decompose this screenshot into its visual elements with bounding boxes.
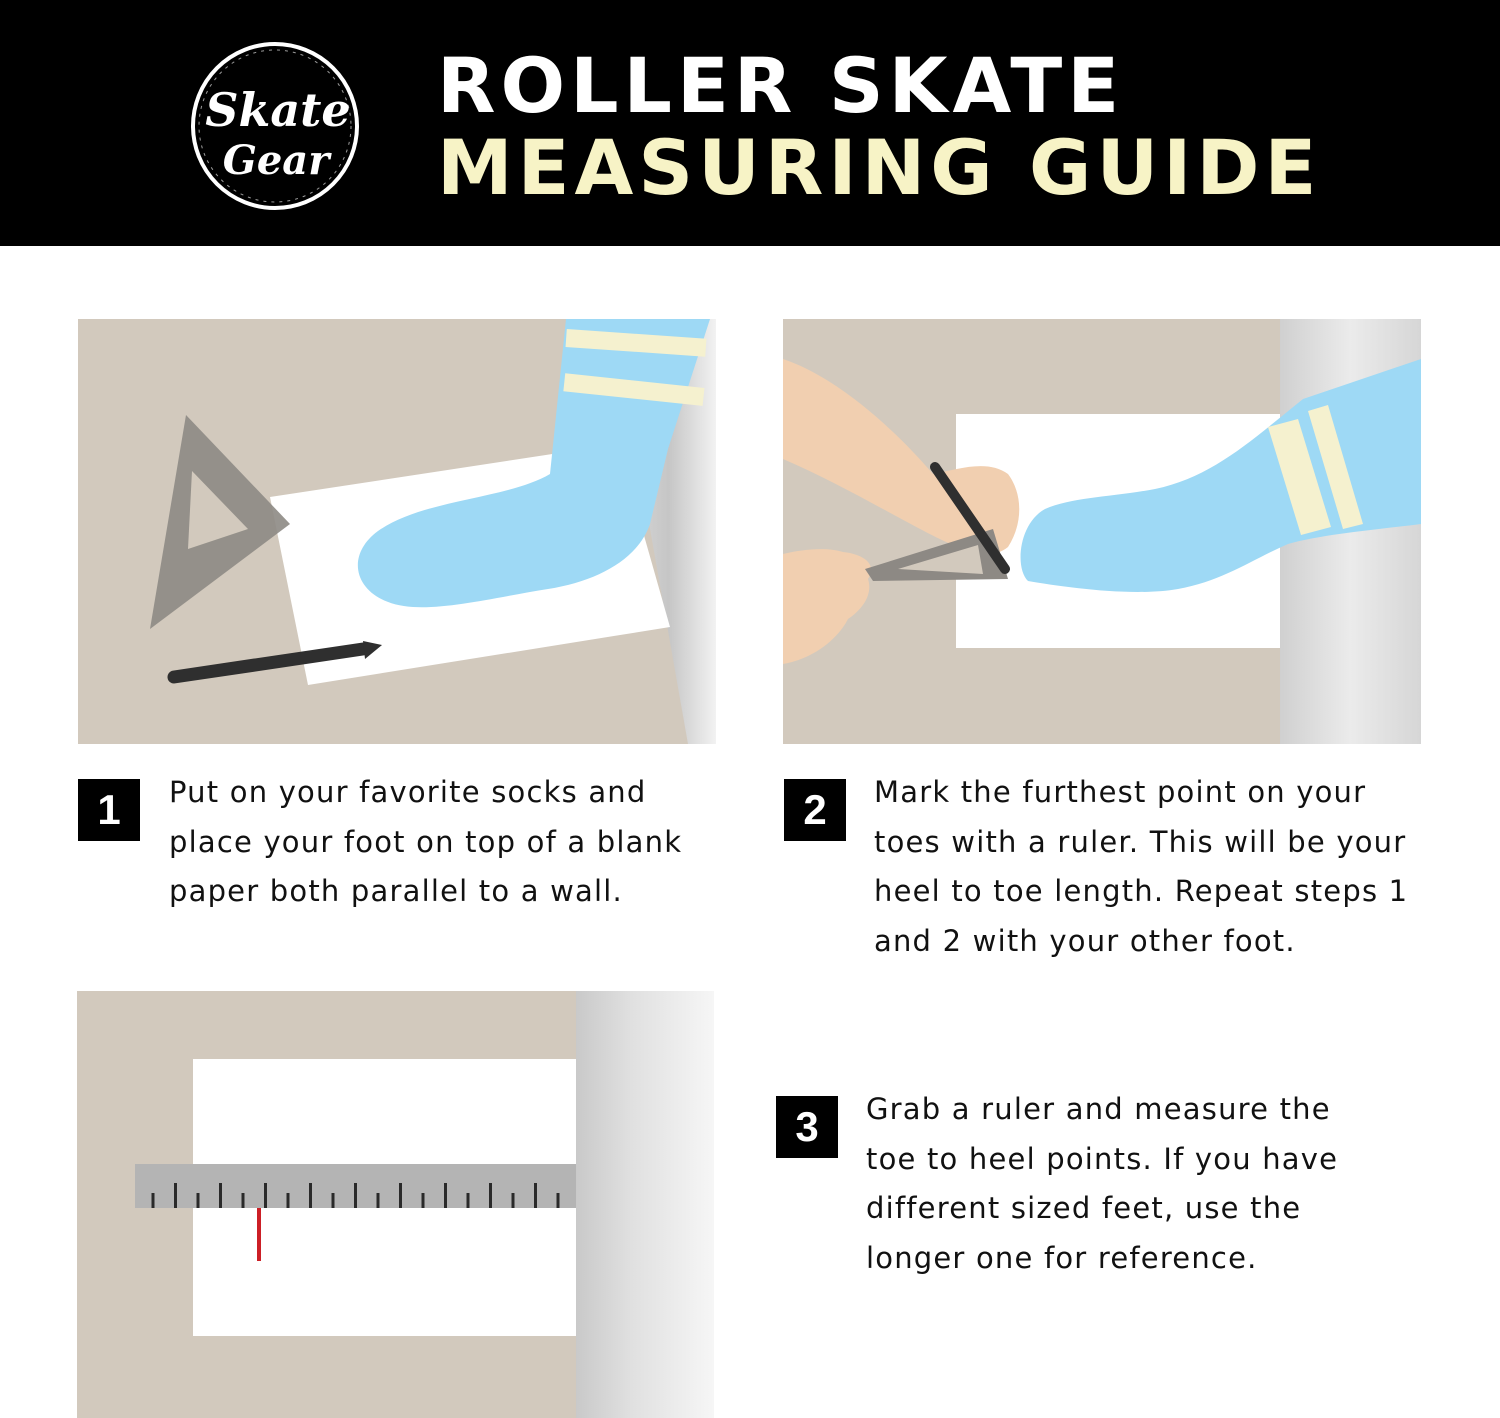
step-1-number: 1 <box>78 779 140 841</box>
step-1-text: Put on your favorite socks and place you… <box>169 768 682 917</box>
step-2-text: Mark the furthest point on your toes wit… <box>874 768 1408 966</box>
step-3-number: 3 <box>776 1096 838 1158</box>
step-2-illustration <box>783 319 1421 744</box>
svg-text:Skate: Skate <box>205 83 350 137</box>
step-3-line: longer one for reference. <box>866 1240 1258 1275</box>
title-line-2: MEASURING GUIDE <box>437 123 1322 212</box>
title-line-1: ROLLER SKATE <box>437 41 1125 130</box>
svg-text:Gear: Gear <box>223 137 333 184</box>
step-2-line: Mark the furthest point on your <box>874 775 1367 809</box>
step-2-number: 2 <box>784 779 846 841</box>
step-1-illustration <box>78 319 716 744</box>
page-title: ROLLER SKATE MEASURING GUIDE <box>437 45 1321 209</box>
step-1-line: paper both parallel to a wall. <box>169 874 623 908</box>
step-3-line: toe to heel points. If you have <box>866 1141 1339 1176</box>
step-2-line: heel to toe length. Repeat steps 1 <box>874 874 1409 908</box>
skate-gear-logo: Skate Gear <box>186 38 364 214</box>
step-2-line: and 2 with your other foot. <box>874 923 1296 958</box>
step-1-line: place your foot on top of a blank <box>169 824 683 859</box>
step-3-illustration <box>77 991 714 1418</box>
step-1-line: Put on your favorite socks and <box>169 775 647 809</box>
step-3-line: Grab a ruler and measure the <box>866 1092 1331 1126</box>
step-3-text: Grab a ruler and measure the toe to heel… <box>866 1085 1338 1283</box>
step-2-line: toes with a ruler. This will be your <box>874 824 1407 859</box>
step-3-line: different sized feet, use the <box>866 1191 1302 1225</box>
header-banner: Skate Gear ROLLER SKATE MEASURING GUIDE <box>0 0 1500 246</box>
